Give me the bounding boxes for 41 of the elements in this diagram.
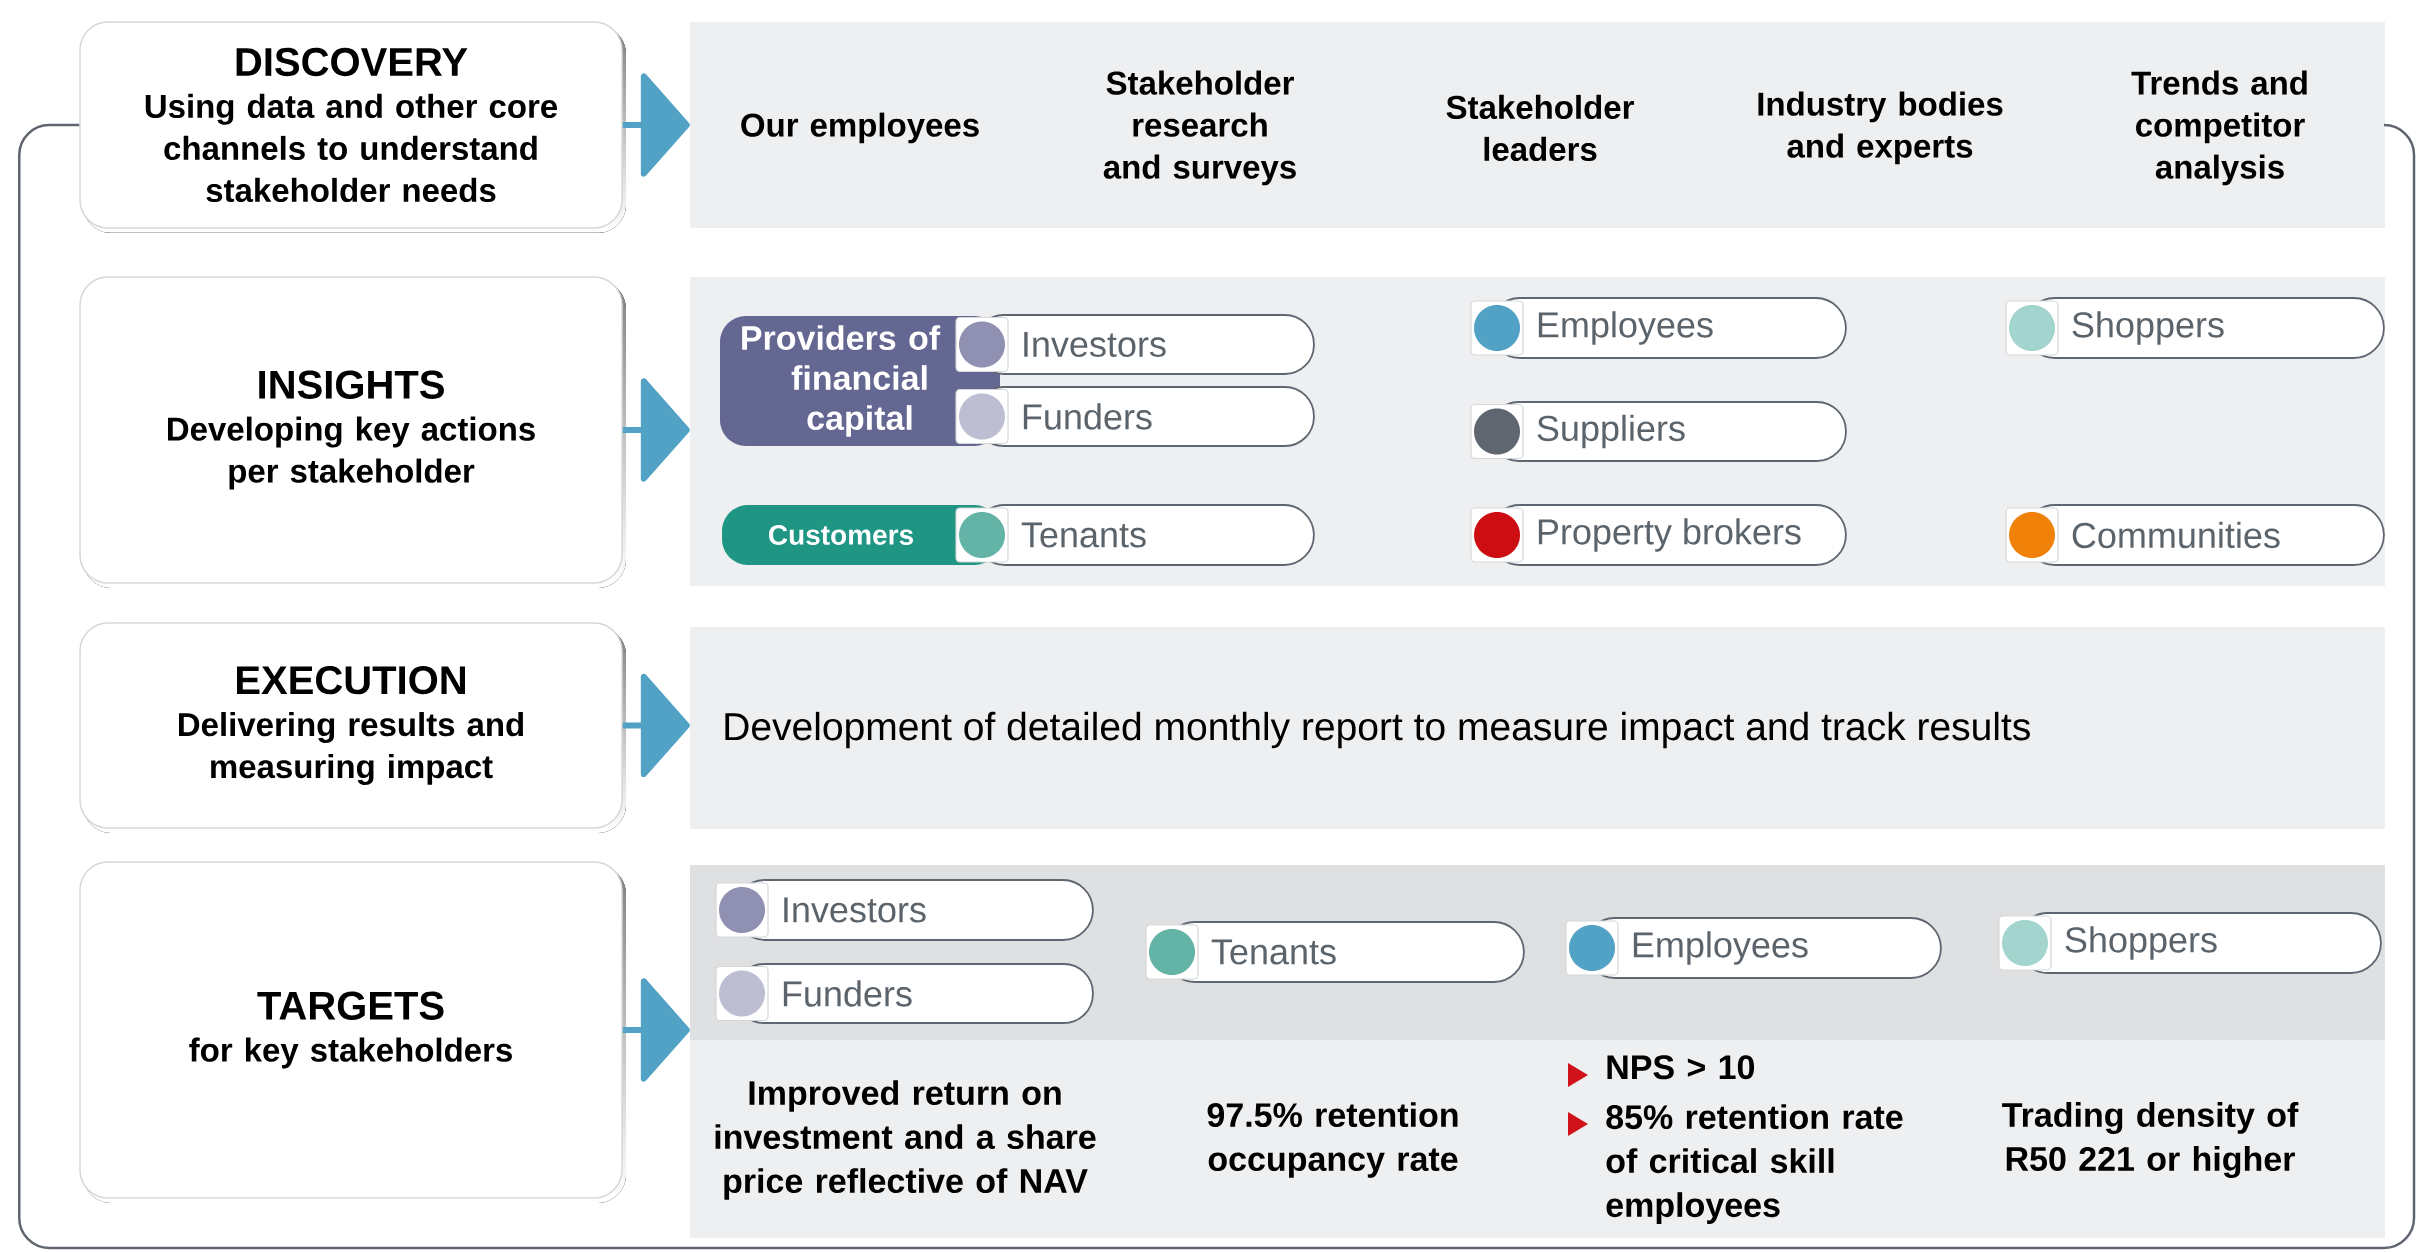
stage-description: for key stakeholders — [189, 1037, 512, 1069]
stakeholder-pill: Property brokers — [1470, 504, 1847, 566]
target-text: Trading density of R50 221 or higher — [2002, 1102, 2299, 1178]
stage-description: Using data and other core channels to understand stakeholder needs — [145, 93, 558, 203]
source-label: Stakeholder leaders — [1446, 94, 1634, 162]
stage-heading: EXECUTION — [237, 666, 465, 695]
target-text: NPS > 10 — [1607, 1055, 1755, 1080]
stage-heading: DISCOVERY — [236, 47, 468, 77]
stakeholder-pill: Employees — [1470, 297, 1847, 359]
stage-heading: TARGETS — [257, 991, 444, 1020]
stage-description: Delivering results and measuring impact — [179, 712, 524, 785]
stage-box — [79, 21, 626, 233]
stakeholder-pill: Investors — [715, 879, 1094, 941]
stakeholder-pill: Employees — [1565, 917, 1942, 979]
chevron-arrow — [622, 978, 690, 1082]
source-label: Our employees — [741, 112, 979, 144]
stage-heading: INSIGHTS — [259, 370, 444, 399]
chevron-arrow — [622, 673, 690, 778]
stakeholder-pill: Shoppers — [1998, 912, 2382, 974]
chevron-arrow — [622, 378, 690, 482]
source-label: Trends and competitor analysis — [2131, 70, 2307, 186]
stage-box — [79, 861, 626, 1203]
chevron-arrow — [622, 73, 690, 177]
source-label: Industry bodies and experts — [1758, 91, 2003, 165]
stakeholder-pill: Shoppers — [2005, 297, 2385, 359]
stage-box — [79, 622, 626, 833]
panel-text: Development of detailed monthly report to measure impact and track results — [725, 711, 2030, 749]
stage-description: Developing key actions per stakeholder — [168, 416, 535, 490]
stakeholder-pill: Funders — [715, 963, 1094, 1024]
stakeholder-pill: Suppliers — [1470, 401, 1847, 462]
target-text: Improved return on investment and a share price reflective of NAV — [715, 1080, 1096, 1200]
stakeholder-pill: Funders — [955, 386, 1315, 447]
source-label: Stakeholder research and surveys — [1103, 70, 1296, 186]
stakeholder-pill: Communities — [2005, 504, 2385, 566]
stage-box — [79, 276, 626, 588]
target-text: 97.5% retention occupancy rate — [1207, 1102, 1458, 1178]
loop-line — [18, 123, 2416, 1250]
stakeholder-pill: Investors — [955, 314, 1315, 375]
stakeholder-pill: Tenants — [1145, 921, 1525, 983]
target-text: 85% retention rate of critical skill employees — [1606, 1104, 1903, 1224]
stakeholder-pill: Tenants — [955, 504, 1315, 566]
